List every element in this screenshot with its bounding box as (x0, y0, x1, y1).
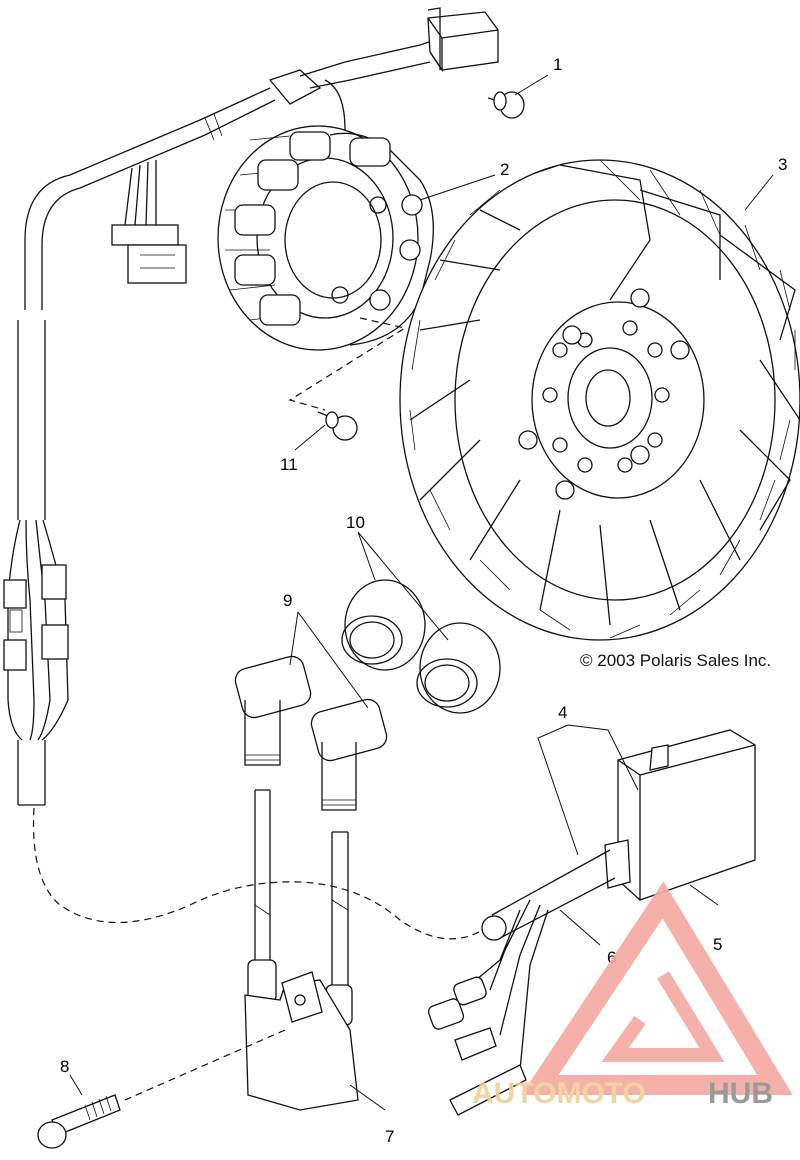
callout-5: 5 (713, 935, 722, 954)
copyright-text: © 2003 Polaris Sales Inc. (580, 651, 771, 670)
rivet-1 (487, 91, 525, 119)
stator (217, 125, 434, 351)
callout-2: 2 (500, 160, 509, 179)
connector-block (427, 7, 499, 73)
watermark-text-automoto: AUTOMOTO (472, 1077, 646, 1110)
cdi-box (604, 729, 756, 901)
callout-1: 1 (553, 55, 562, 74)
bolt-8 (37, 1094, 121, 1149)
callout-10: 10 (346, 513, 365, 532)
coil-bolt-line (124, 1029, 286, 1101)
bushing-pair (341, 579, 501, 714)
routing-path (32, 807, 491, 940)
callout-7: 7 (385, 1127, 394, 1146)
stator-mount-line (288, 317, 407, 411)
callout-6: 6 (607, 948, 616, 967)
leader-lines (69, 74, 774, 1111)
ignition-coil (244, 789, 359, 1111)
callout-4: 4 (558, 703, 567, 722)
callout-8: 8 (60, 1057, 69, 1076)
screw-11 (317, 411, 358, 441)
callout-3: 3 (778, 155, 787, 174)
watermark-logo: AUTOMOTO HUB (472, 881, 793, 1110)
callout-11: 11 (280, 455, 298, 474)
callout-9: 9 (283, 591, 292, 610)
wire-harness (3, 39, 436, 806)
spark-plug-caps (234, 655, 388, 811)
flywheel (399, 159, 800, 641)
cdi-harness (427, 849, 616, 1116)
watermark-text-hub: HUB (708, 1077, 773, 1110)
